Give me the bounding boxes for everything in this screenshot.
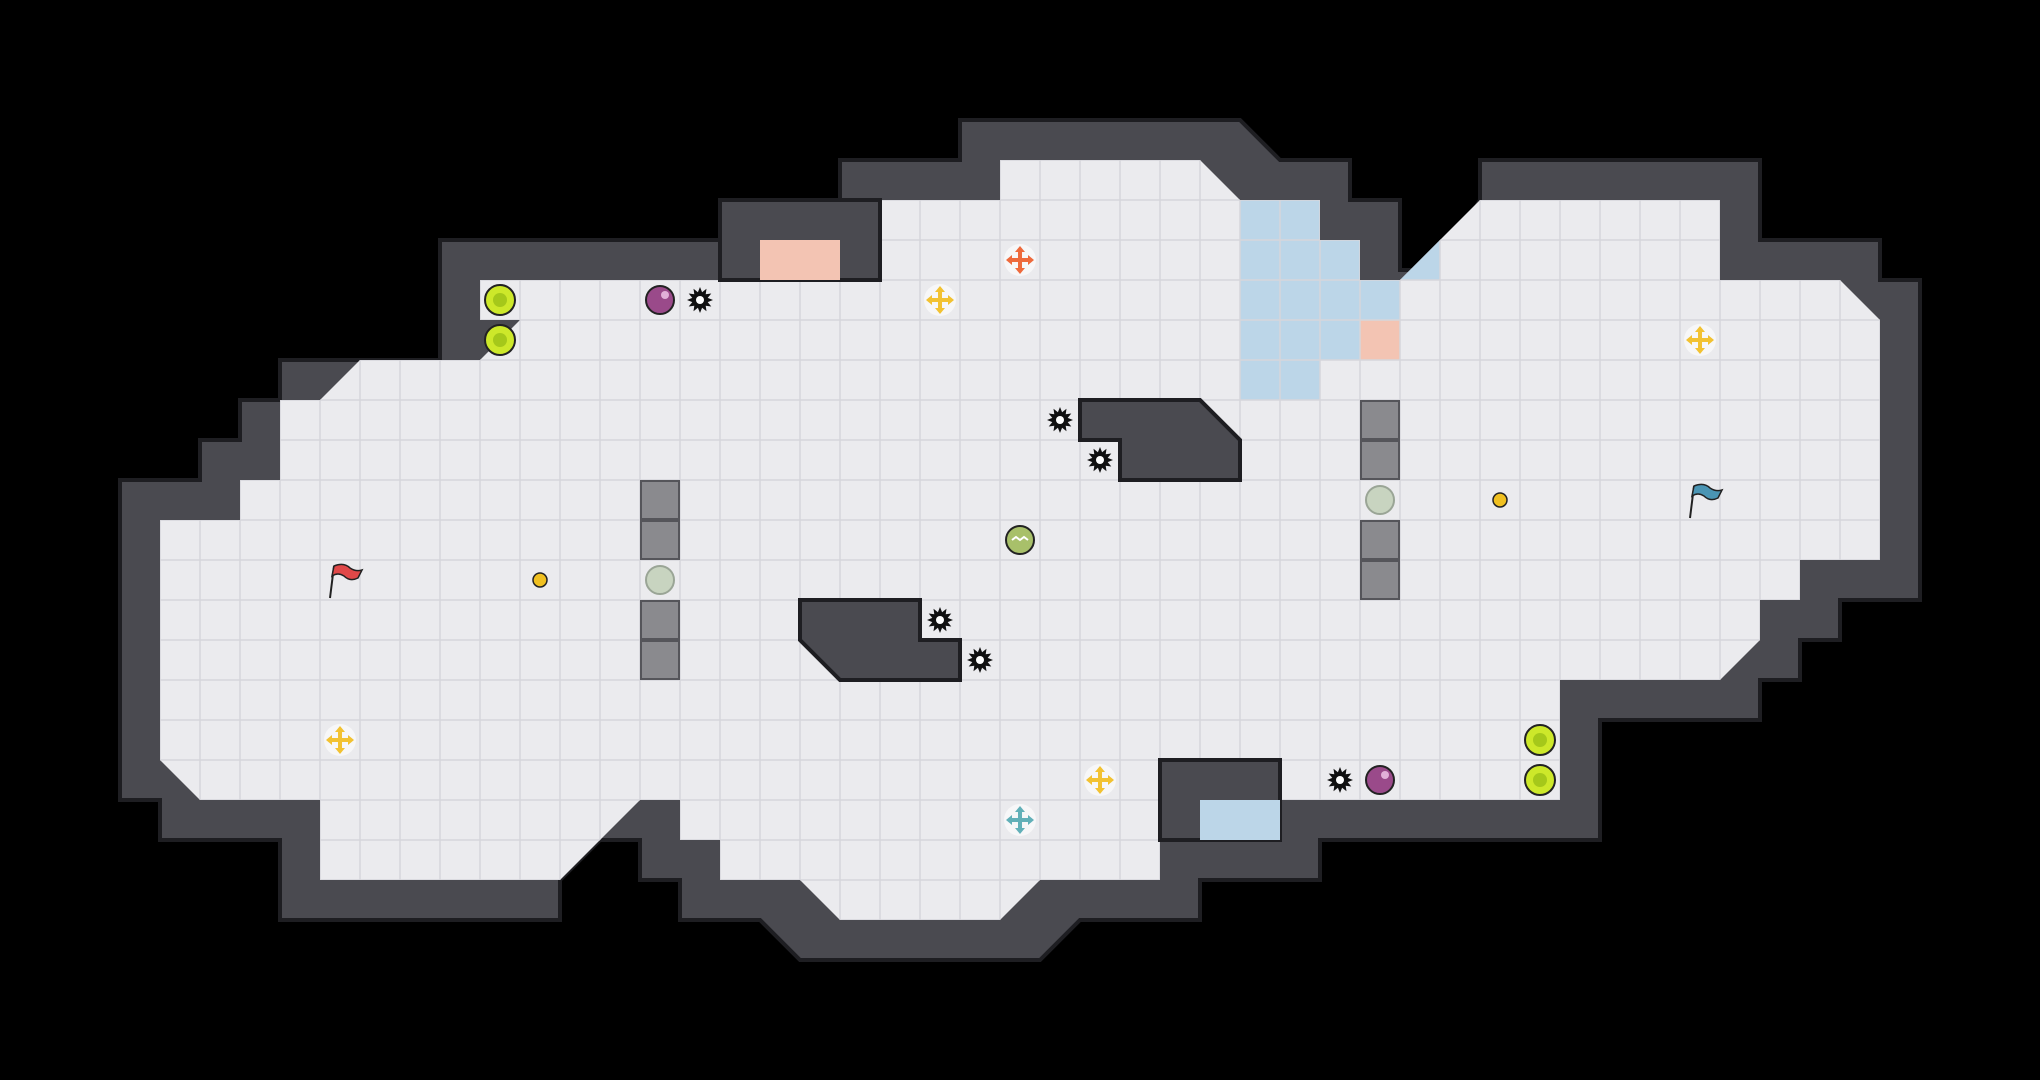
red-zone-tile <box>1400 1000 1440 1040</box>
grate-tile <box>640 600 680 640</box>
blue-zone-tile <box>1240 320 1280 360</box>
powerup-shine <box>1381 771 1389 779</box>
blue-zone-tile <box>1240 360 1280 400</box>
blue-zone-tile <box>1280 320 1320 360</box>
blue-zone-tile <box>1400 200 1440 240</box>
grate-tile <box>1360 560 1400 600</box>
red-zone-tile <box>1360 320 1400 360</box>
red-zone-tile <box>1480 840 1520 880</box>
grate-tile <box>640 520 680 560</box>
spike-icon <box>687 287 713 313</box>
red-zone-tile <box>1480 960 1520 1000</box>
blue-zone-tile <box>1280 280 1320 320</box>
grate-tile <box>1360 400 1400 440</box>
red-zone-tile <box>1480 1000 1520 1040</box>
boost-pad <box>1084 764 1116 796</box>
red-zone-tile <box>1440 840 1480 880</box>
boost-pad <box>1004 244 1036 276</box>
red-zone-tile <box>1480 1040 1520 1080</box>
gate-marker <box>645 565 675 595</box>
blue-zone-tile <box>1240 200 1280 240</box>
red-zone-tile <box>1400 960 1440 1000</box>
center-right-island <box>1078 398 1242 482</box>
spike-icon <box>927 607 953 633</box>
red-zone-tile <box>1440 920 1480 960</box>
red-zone-tile <box>1480 920 1520 960</box>
red-zone-tile <box>1440 1000 1480 1040</box>
powerup-shine <box>661 291 669 299</box>
blue-zone-tile <box>1240 240 1280 280</box>
blue-zone-tile <box>1400 240 1440 280</box>
spike-icon <box>1047 407 1073 433</box>
boost-pad <box>924 284 956 316</box>
red-zone-tile <box>1320 1000 1360 1040</box>
grate-tile <box>640 640 680 680</box>
red-zone-tile <box>1440 880 1480 920</box>
blue-zone-tile <box>1280 240 1320 280</box>
blue-zone-tile <box>1360 280 1400 320</box>
blue-zone-tile <box>1240 280 1280 320</box>
red-zone-tile <box>1320 1040 1360 1080</box>
spike-icon <box>1087 447 1113 473</box>
blue-zone-tile <box>1320 280 1360 320</box>
button <box>532 572 548 588</box>
red-zone-tile <box>1400 1040 1440 1080</box>
bumper-core <box>493 293 507 307</box>
red-zone-tile <box>1360 960 1400 1000</box>
center-left-island <box>798 598 962 682</box>
blue-zone-tile <box>1320 240 1360 280</box>
bomb-mark <box>1011 535 1029 542</box>
boost-pad <box>1004 804 1036 836</box>
red-zone-tile <box>1360 1040 1400 1080</box>
grate-tile <box>1360 520 1400 560</box>
blue-zone-tile <box>1280 360 1320 400</box>
blue-flag-icon <box>1689 483 1724 519</box>
grate-tile <box>1360 440 1400 480</box>
red-zone-tile <box>1440 1040 1480 1080</box>
red-zone-tile <box>1360 1000 1400 1040</box>
blue-zone-nook <box>1200 800 1280 840</box>
red-zone-tile <box>1480 880 1520 920</box>
red-zone-nook <box>760 240 840 280</box>
spike-icon <box>1327 767 1353 793</box>
blue-zone-tile <box>1320 320 1360 360</box>
bumper-core <box>1533 733 1547 747</box>
bumper-core <box>493 333 507 347</box>
boost-pad <box>1684 324 1716 356</box>
red-zone-tile <box>1440 960 1480 1000</box>
blue-zone-tile <box>1280 200 1320 240</box>
powerup-orb <box>1365 765 1395 795</box>
powerup-orb <box>645 285 675 315</box>
spike-icon <box>967 647 993 673</box>
gate-marker <box>1365 485 1395 515</box>
red-flag-icon <box>329 563 364 599</box>
red-zone-tile <box>1400 920 1440 960</box>
grate-tile <box>640 480 680 520</box>
button <box>1492 492 1508 508</box>
boost-pad <box>324 724 356 756</box>
bumper-core <box>1533 773 1547 787</box>
